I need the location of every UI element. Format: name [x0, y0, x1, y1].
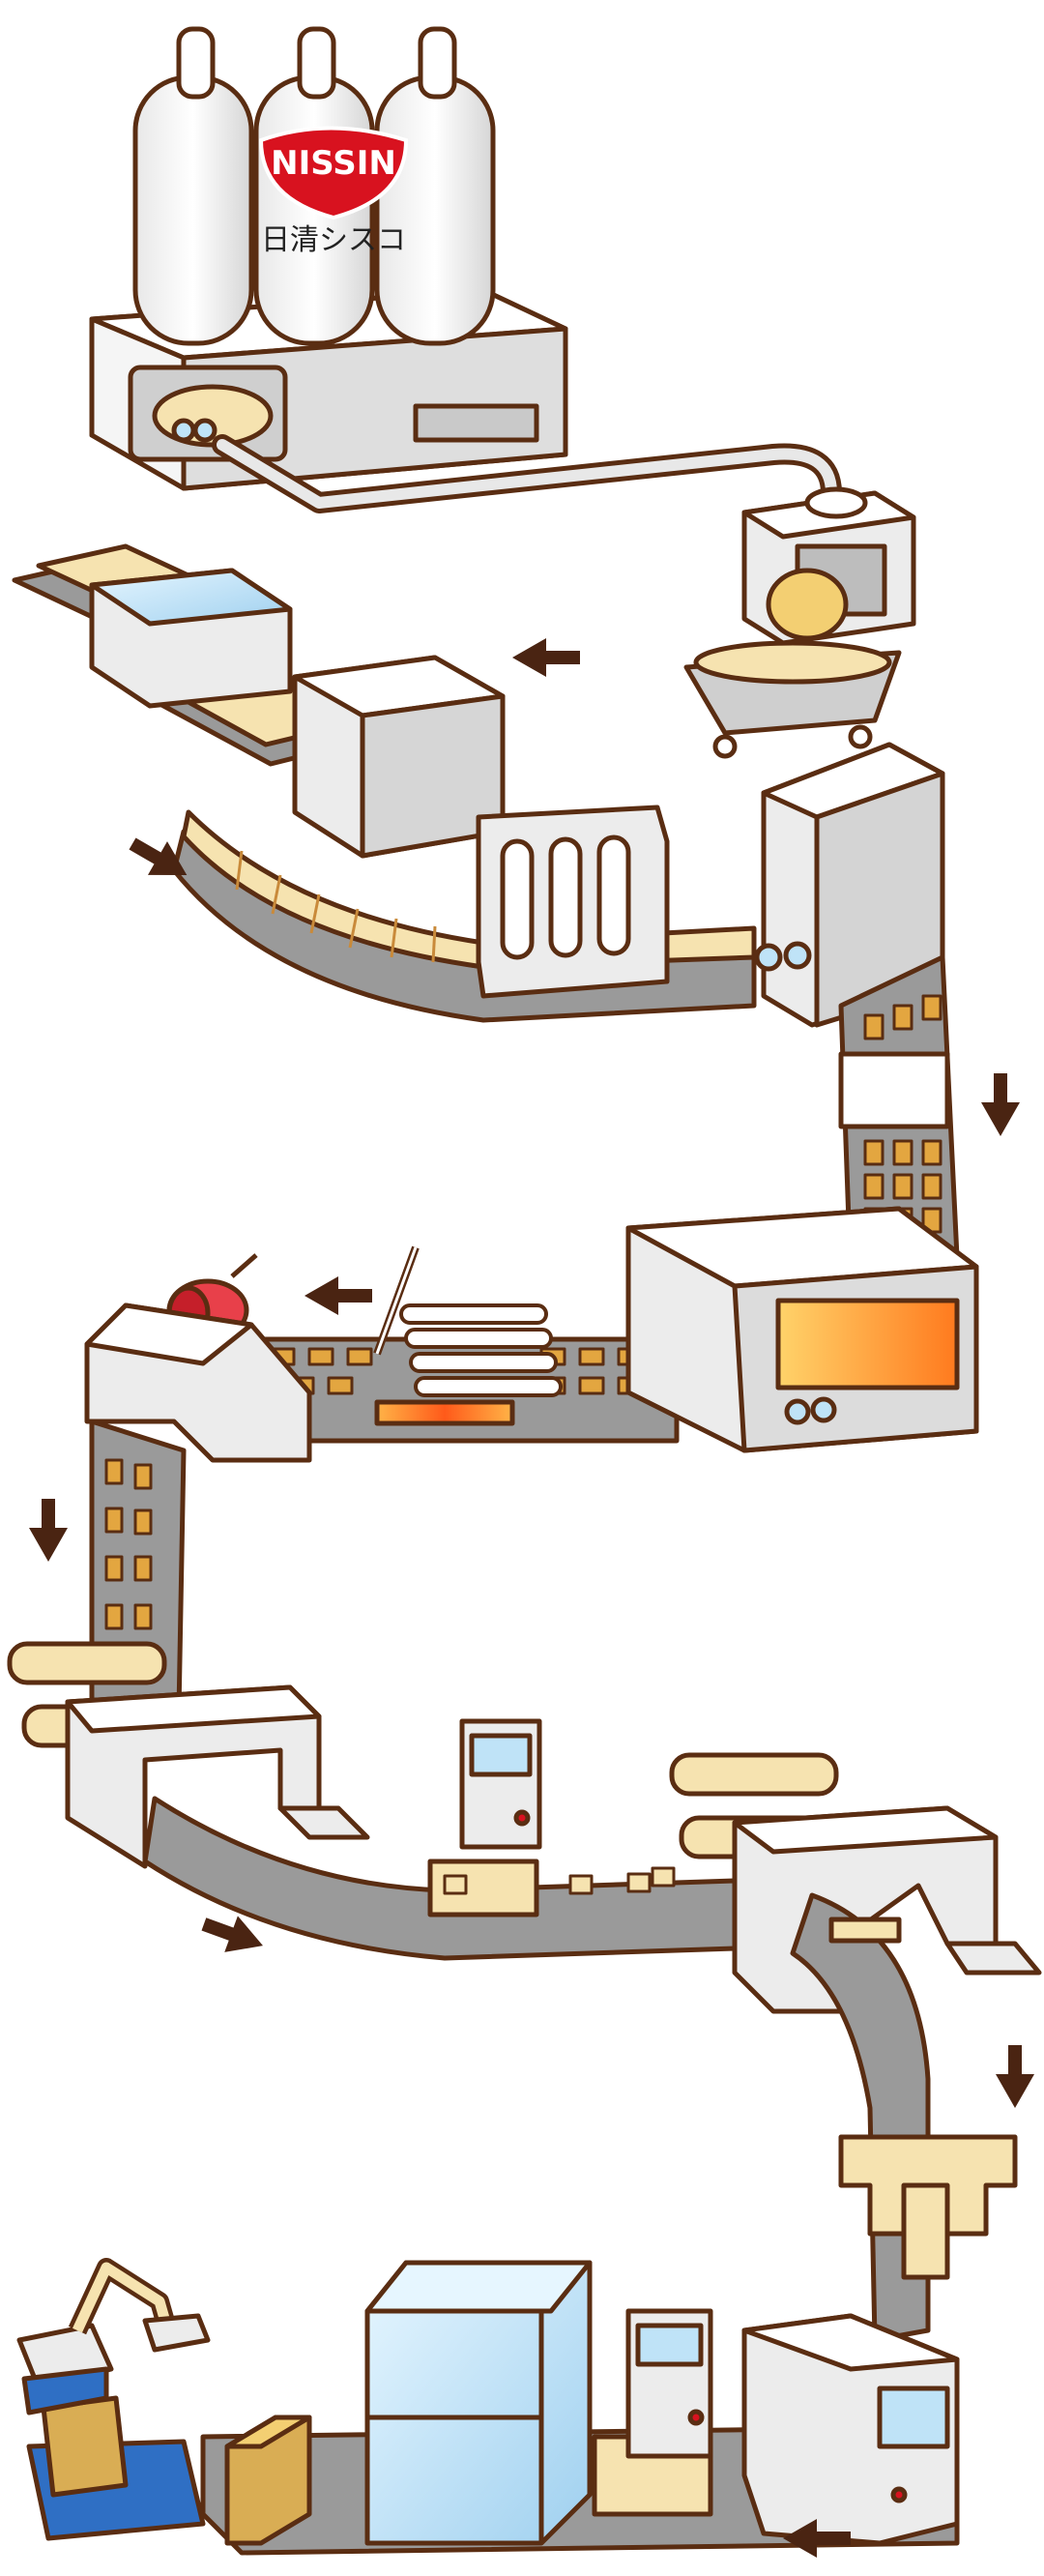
baking-oven — [625, 1206, 979, 1453]
arrow-down-right-icon — [201, 1916, 263, 1952]
pallet-stack — [26, 2395, 206, 2541]
vertical-conveyor-right — [838, 954, 960, 1279]
case-packer — [741, 2313, 960, 2546]
arrow-down-icon — [996, 2045, 1034, 2108]
forming-machine — [292, 655, 506, 859]
roller-cutter — [476, 805, 670, 999]
arrow-down-icon — [29, 1499, 68, 1562]
flour-silo-plant — [89, 26, 568, 491]
coating-rollers — [373, 1245, 563, 1397]
logo-wordmark: NISSIN — [271, 144, 396, 183]
arrow-left-icon — [512, 638, 580, 677]
dough-cart — [683, 640, 902, 759]
cardboard-cases — [224, 2415, 312, 2546]
wrapping-conveyor — [142, 1796, 738, 1961]
transfer-machine — [754, 742, 945, 1028]
company-name: 日清シスコ — [261, 223, 406, 257]
glass-enclosure — [364, 2260, 593, 2546]
dough-pipe — [212, 434, 842, 513]
arrow-down-icon — [981, 1073, 1020, 1136]
vertical-conveyor-left — [89, 1419, 187, 1714]
control-cabinet — [625, 2308, 713, 2459]
carton-erector — [838, 2134, 1018, 2280]
dough-feeder — [741, 486, 916, 646]
left-corner-hood — [84, 1303, 312, 1463]
sheeter-machine — [89, 568, 293, 709]
arrow-left-icon — [304, 1276, 372, 1315]
arrow-down-right-icon — [129, 837, 188, 875]
metal-detector-cabinet — [459, 1718, 542, 1850]
palletizing-robot — [16, 2258, 211, 2415]
wrapping-machine-left — [65, 1684, 370, 1869]
nissin-logo: NISSIN 日清シスコ — [258, 126, 409, 257]
arrow-left-icon — [783, 2519, 851, 2558]
